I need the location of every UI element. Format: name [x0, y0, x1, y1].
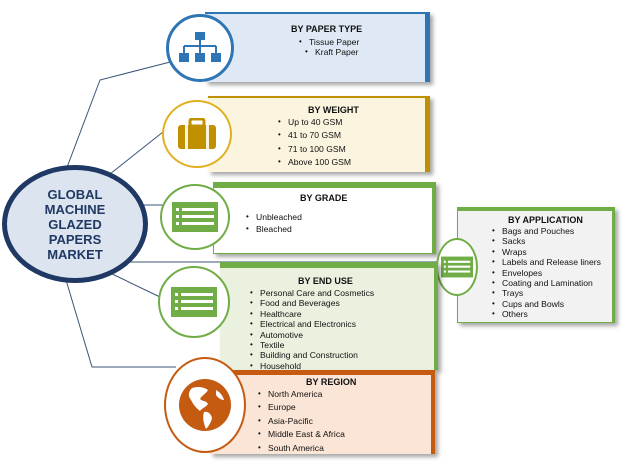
- list-item: Up to 40 GSM: [276, 117, 425, 128]
- connector-paper-type: [65, 59, 179, 171]
- list-region: North America Europe Asia-Pacific Middle…: [256, 389, 431, 453]
- icon-circle-region: [164, 357, 246, 453]
- connector-region: [65, 279, 176, 368]
- card-weight: BY WEIGHT Up to 40 GSM 41 to 70 GSM 71 t…: [208, 96, 430, 172]
- list-item: Envelopes: [490, 268, 612, 279]
- list-document-icon: [441, 256, 473, 278]
- list-weight: Up to 40 GSM 41 to 70 GSM 71 to 100 GSM …: [276, 117, 425, 168]
- list-item: North America: [256, 389, 431, 400]
- list-item: Labels and Release liners: [490, 257, 612, 268]
- icon-circle-paper-type: [166, 14, 234, 82]
- card-region: BY REGION North America Europe Asia-Paci…: [210, 370, 435, 454]
- list-document-icon: [171, 287, 217, 317]
- list-item: Coating and Lamination: [490, 278, 612, 289]
- globe-icon: [179, 379, 231, 431]
- list-item: Trays: [490, 288, 612, 299]
- hub-title: GLOBAL MACHINE GLAZED PAPERS MARKET: [44, 186, 106, 262]
- icon-circle-application: [436, 238, 478, 296]
- briefcase-icon: [178, 118, 216, 149]
- card-application: BY APPLICATION Bags and Pouches Sacks Wr…: [457, 207, 615, 323]
- market-hub: GLOBAL MACHINE GLAZED PAPERS MARKET: [2, 165, 148, 283]
- list-grade: Unbleached Bleached: [244, 212, 432, 235]
- list-paper-type: Tissue Paper Kraft Paper: [297, 37, 425, 58]
- card-title-grade: BY GRADE: [300, 193, 348, 203]
- list-application: Bags and Pouches Sacks Wraps Labels and …: [490, 226, 612, 320]
- list-document-icon: [172, 202, 218, 232]
- list-item: Textile: [248, 340, 434, 351]
- list-item: Wraps: [490, 247, 612, 258]
- list-item: Automotive: [248, 330, 434, 341]
- list-item: Asia-Pacific: [256, 416, 431, 427]
- list-item: Sacks: [490, 236, 612, 247]
- connector-end-use: [107, 271, 161, 298]
- list-item: Healthcare: [248, 309, 434, 320]
- connector-weight: [109, 127, 169, 175]
- icon-circle-end-use: [158, 266, 230, 338]
- card-grade: BY GRADE Unbleached Bleached: [213, 182, 436, 254]
- icon-circle-grade: [160, 184, 230, 250]
- list-item: Food and Beverages: [248, 298, 434, 309]
- list-item: Building and Construction: [248, 350, 434, 361]
- list-item: 41 to 70 GSM: [276, 130, 425, 141]
- card-end-use: BY END USE Personal Care and Cosmetics F…: [220, 262, 438, 370]
- org-chart-icon: [179, 32, 221, 62]
- list-item: Bleached: [244, 224, 432, 235]
- list-item: Electrical and Electronics: [248, 319, 434, 330]
- list-item: Tissue Paper: [297, 37, 425, 48]
- card-paper-type: BY PAPER TYPE Tissue Paper Kraft Paper: [205, 12, 430, 82]
- card-title-end-use: BY END USE: [298, 276, 353, 286]
- list-item: South America: [256, 443, 431, 454]
- list-item: Above 100 GSM: [276, 157, 425, 168]
- list-item: Kraft Paper: [303, 47, 425, 58]
- list-item: Europe: [256, 402, 431, 413]
- card-title-application: BY APPLICATION: [508, 215, 583, 225]
- list-item: Unbleached: [244, 212, 432, 223]
- icon-circle-weight: [162, 100, 232, 168]
- list-item: Cups and Bowls: [490, 299, 612, 310]
- card-title-paper-type: BY PAPER TYPE: [291, 24, 363, 34]
- card-title-region: BY REGION: [306, 377, 357, 387]
- list-item: Middle East & Africa: [256, 429, 431, 440]
- list-item: Others: [490, 309, 612, 320]
- list-item: Household: [248, 361, 434, 370]
- card-title-weight: BY WEIGHT: [308, 105, 359, 115]
- list-item: Bags and Pouches: [490, 226, 612, 237]
- list-end-use: Personal Care and Cosmetics Food and Bev…: [248, 288, 434, 370]
- list-item: Personal Care and Cosmetics: [248, 288, 434, 299]
- list-item: 71 to 100 GSM: [276, 144, 425, 155]
